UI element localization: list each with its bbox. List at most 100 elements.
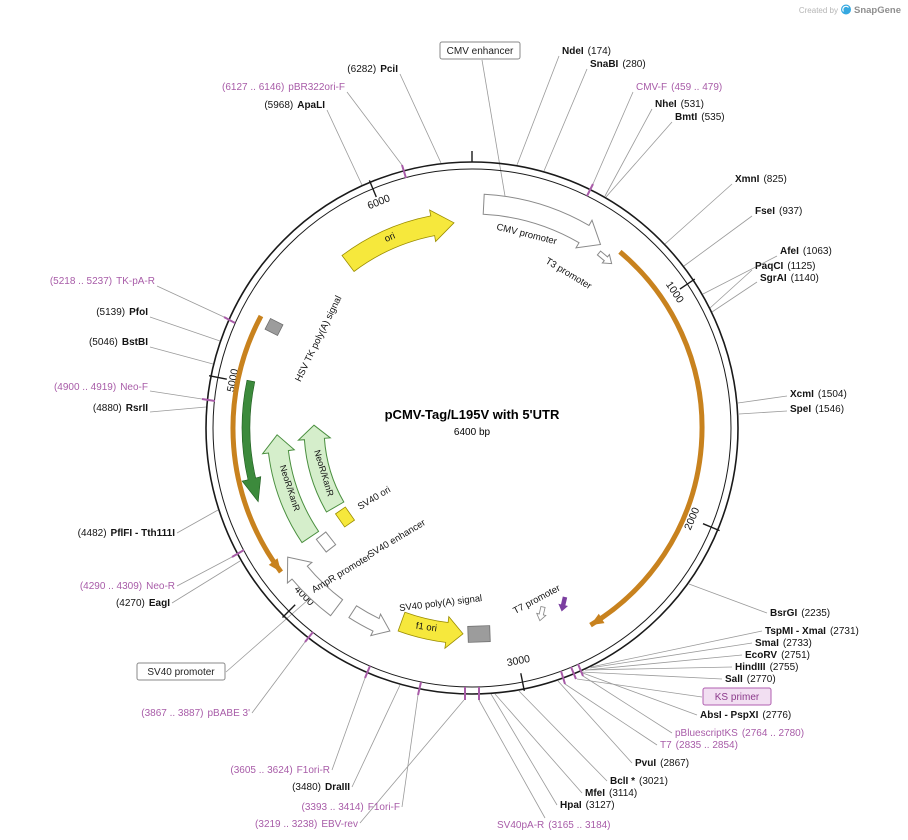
site-label-pvui[interactable]: PvuI(2867) — [635, 758, 689, 769]
site-label-eagi[interactable]: (4270)EagI — [116, 598, 170, 609]
site-label-tspmi-xmai[interactable]: TspMI - XmaI(2731) — [765, 626, 859, 637]
sv40-polya-feature-box[interactable] — [467, 625, 491, 643]
sv40-ori-label: SV40 ori — [356, 484, 393, 512]
site-label-fsei[interactable]: FseI(937) — [755, 206, 802, 217]
leader-line — [518, 690, 608, 782]
site-label-bstbi[interactable]: (5046)BstBI — [89, 337, 148, 348]
primer-label-neo-r[interactable]: (4290 .. 4309)Neo-R — [80, 581, 175, 592]
site-label-bsrgi[interactable]: BsrGI(2235) — [770, 608, 830, 619]
neor-kanr-inner-arrow[interactable] — [297, 424, 345, 513]
primer-label-pbluescriptks[interactable]: pBluescriptKS(2764 .. 2780) — [675, 728, 804, 739]
site-label-ecorv[interactable]: EcoRV(2751) — [745, 650, 810, 661]
site-label-draiii[interactable]: (3480)DraIII — [292, 782, 350, 793]
orf-arc-left[interactable] — [230, 314, 283, 574]
leader-line — [709, 269, 753, 309]
leader-line — [331, 677, 366, 771]
ori-feature-arrow[interactable] — [341, 209, 455, 273]
leader-line — [481, 59, 506, 197]
site-labels-left[interactable]: (6282)PciI (6127 .. 6146)pBR322ori-F (59… — [50, 64, 400, 830]
primer-label-pbabe-3[interactable]: (3867 .. 3887)pBABE 3' — [141, 708, 250, 719]
sv40-promoter-feature-arrow[interactable] — [286, 556, 344, 617]
ks-primer-label-box[interactable] — [702, 687, 772, 706]
leader-line — [738, 410, 788, 415]
leader-line — [592, 91, 634, 185]
leader-line — [156, 285, 225, 318]
orf-arc-right-arrowhead — [590, 613, 605, 626]
orf-arc-right[interactable] — [589, 249, 705, 628]
leader-line — [478, 699, 546, 819]
leader-line — [401, 694, 419, 808]
primer-label-tk-pa-r[interactable]: (5218 .. 5237)TK-pA-R — [50, 276, 155, 287]
leader-line — [580, 671, 723, 680]
cmv-enhancer-label-box[interactable] — [439, 41, 521, 60]
site-label-mfei[interactable]: MfeI(3114) — [585, 788, 637, 799]
leader-line — [590, 630, 763, 668]
hsv-tk-polya-feature-box[interactable] — [264, 317, 284, 337]
site-label-pcii[interactable]: (6282)PciI — [347, 64, 398, 75]
site-label-pflfi-tth111i[interactable]: (4482)PflFI - Tth111I — [78, 528, 176, 539]
site-label-spei[interactable]: SpeI(1546) — [790, 404, 844, 415]
leader-line — [711, 281, 758, 313]
t3-promoter-label: T3 promoter — [543, 256, 593, 292]
leader-line — [225, 591, 318, 673]
features[interactable] — [241, 193, 616, 650]
sv40-ori-feature-box[interactable] — [334, 506, 356, 528]
site-label-apali[interactable]: (5968)ApaLI — [264, 100, 325, 111]
orf-arcs[interactable] — [230, 249, 705, 630]
sv40-enhancer-feature-box[interactable] — [315, 531, 337, 553]
neor-kanr-dark-arrow[interactable] — [241, 379, 262, 503]
primer-mark-t7 — [560, 670, 566, 685]
neor-kanr-outer-arrow[interactable] — [261, 434, 320, 544]
sv40-promoter-label: SV40 promoter — [147, 667, 215, 678]
tick-2000 — [702, 523, 720, 532]
t7-primer-arrow[interactable] — [556, 595, 570, 613]
site-label-afei[interactable]: AfeI(1063) — [780, 246, 832, 257]
site-label-bcli[interactable]: BclI *(3021) — [610, 776, 668, 787]
primer-mark-pbabe-3 — [304, 631, 314, 643]
leader-line — [564, 683, 658, 746]
site-label-bmti[interactable]: BmtI(535) — [675, 112, 725, 123]
site-label-absi-pspxi[interactable]: AbsI - PspXI(2776) — [700, 710, 791, 721]
site-label-pfoi[interactable]: (5139)PfoI — [96, 307, 148, 318]
site-label-hindiii[interactable]: HindIII(2755) — [735, 662, 798, 673]
boxed-labels[interactable]: CMV enhancer SV40 promoter KS primer — [136, 41, 772, 706]
site-label-hpai[interactable]: HpaI(3127) — [560, 800, 615, 811]
primer-label-sv40pa-r[interactable]: SV40pA-R(3165 .. 3184) — [497, 820, 611, 831]
leader-line — [171, 560, 241, 604]
leader-line — [605, 121, 673, 198]
tick-5000 — [208, 375, 227, 380]
site-label-sali[interactable]: SalI(2770) — [725, 674, 776, 685]
leader-line — [359, 699, 465, 824]
site-label-xmni[interactable]: XmnI(825) — [735, 174, 787, 185]
site-label-paqci[interactable]: PaqCI(1125) — [755, 261, 816, 272]
primer-label-pbr322ori-f[interactable]: (6127 .. 6146)pBR322ori-F — [222, 82, 345, 93]
primer-mark-pbluescriptks — [577, 663, 584, 677]
primer-label-neo-f[interactable]: (4900 .. 4919)Neo-F — [54, 382, 148, 393]
f1-ori-feature-arrow[interactable] — [397, 611, 464, 650]
site-label-ndei[interactable]: NdeI(174) — [562, 46, 611, 57]
site-label-smai[interactable]: SmaI(2733) — [755, 638, 812, 649]
watermark: Created by SnapGene — [799, 4, 901, 16]
primer-label-ebv-rev[interactable]: (3219 .. 3238)EBV-rev — [255, 819, 358, 830]
primer-label-cmv-f[interactable]: CMV-F(459 .. 479) — [636, 82, 722, 93]
site-label-xcmi[interactable]: XcmI(1504) — [790, 389, 847, 400]
site-label-sgrai[interactable]: SgrAI(1140) — [760, 273, 819, 284]
primer-label-t7[interactable]: T7(2835 .. 2854) — [660, 740, 738, 751]
t7-promoter-feature-arrow[interactable] — [534, 605, 548, 623]
leader-line — [149, 346, 214, 365]
ampr-promoter-feature-arrow[interactable] — [348, 605, 391, 637]
plasmid-size: 6400 bp — [454, 427, 491, 438]
ori-label: ori — [383, 231, 397, 245]
leader-line — [557, 680, 633, 764]
site-labels-right[interactable]: NdeI(174) SnaBI(280) CMV-F(459 .. 479) N… — [497, 46, 859, 831]
site-label-nhei[interactable]: NheI(531) — [655, 99, 704, 110]
primer-label-f1ori-r[interactable]: (3605 .. 3624)F1ori-R — [230, 765, 330, 776]
t3-promoter-feature-arrow[interactable] — [594, 248, 616, 269]
primer-mark-cmv-f — [586, 183, 594, 197]
site-label-snabi[interactable]: SnaBI(280) — [590, 59, 646, 70]
site-label-rsrii[interactable]: (4880)RsrII — [93, 403, 148, 414]
cmv-promoter-feature-arrow[interactable] — [482, 193, 602, 249]
sv40-promoter-label-box[interactable] — [136, 662, 226, 681]
primer-label-f1ori-f[interactable]: (3393 .. 3414)F1ori-F — [302, 802, 401, 813]
leader-lines — [149, 55, 788, 824]
